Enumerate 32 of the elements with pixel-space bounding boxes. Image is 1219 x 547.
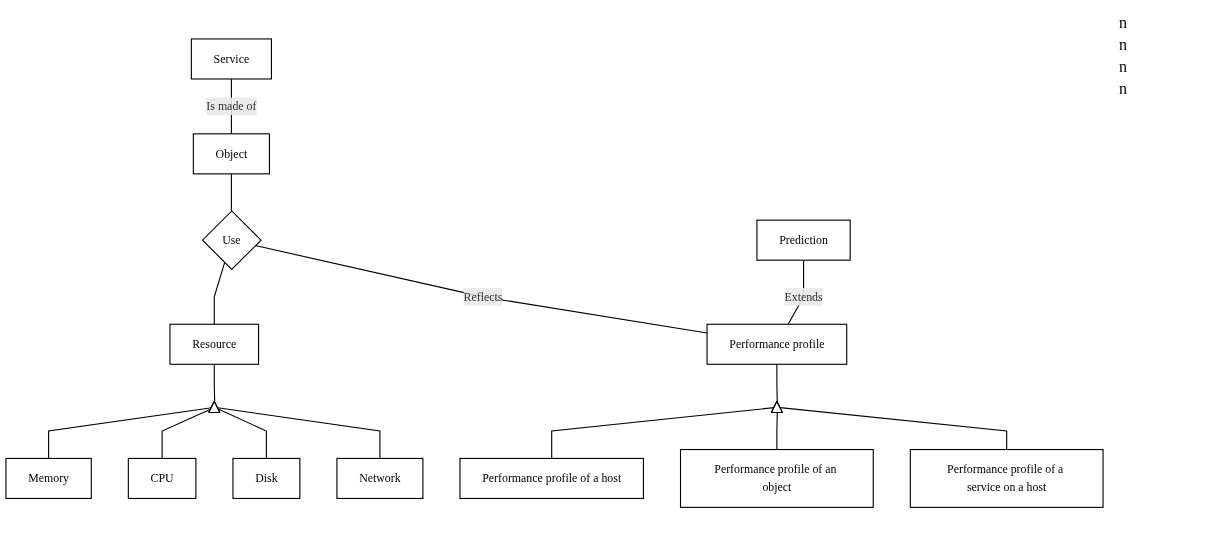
- connector: [161, 408, 212, 460]
- edge-label: Extends: [784, 290, 823, 304]
- connector: [213, 262, 226, 326]
- connector: [213, 364, 216, 403]
- connector: [254, 245, 708, 334]
- cardinality-label: n: [1119, 14, 1128, 32]
- edge-label: Reflects: [463, 290, 503, 304]
- cardinality-label: n: [1119, 80, 1128, 98]
- edge-label: Is made of: [206, 100, 257, 113]
- connector: [230, 173, 232, 212]
- node-box: Memory: [5, 458, 92, 500]
- connector: [776, 364, 778, 403]
- connector: [48, 407, 213, 460]
- connector: [779, 407, 1008, 451]
- node-box: Performance profile of a host: [459, 458, 644, 500]
- node-box: Resource: [169, 324, 260, 366]
- cardinality-label: n: [1119, 58, 1128, 76]
- node-box: Network: [336, 458, 424, 500]
- connector: [217, 407, 381, 460]
- node-box: Prediction: [756, 219, 851, 262]
- node-box: Service: [190, 38, 272, 80]
- connector: [776, 412, 778, 451]
- node-box: Performance profile of a service on a host: [909, 449, 1104, 509]
- node-box: Object: [192, 133, 270, 175]
- node-box: Performance profile of an object: [679, 449, 874, 509]
- node-box: Performance profile: [706, 324, 848, 366]
- node-box: CPU: [127, 458, 197, 500]
- connector: [217, 408, 267, 460]
- cardinality-label: n: [1119, 36, 1128, 54]
- connector: [551, 407, 775, 460]
- node-box: Disk: [232, 458, 301, 500]
- node-diamond: Use: [201, 210, 262, 271]
